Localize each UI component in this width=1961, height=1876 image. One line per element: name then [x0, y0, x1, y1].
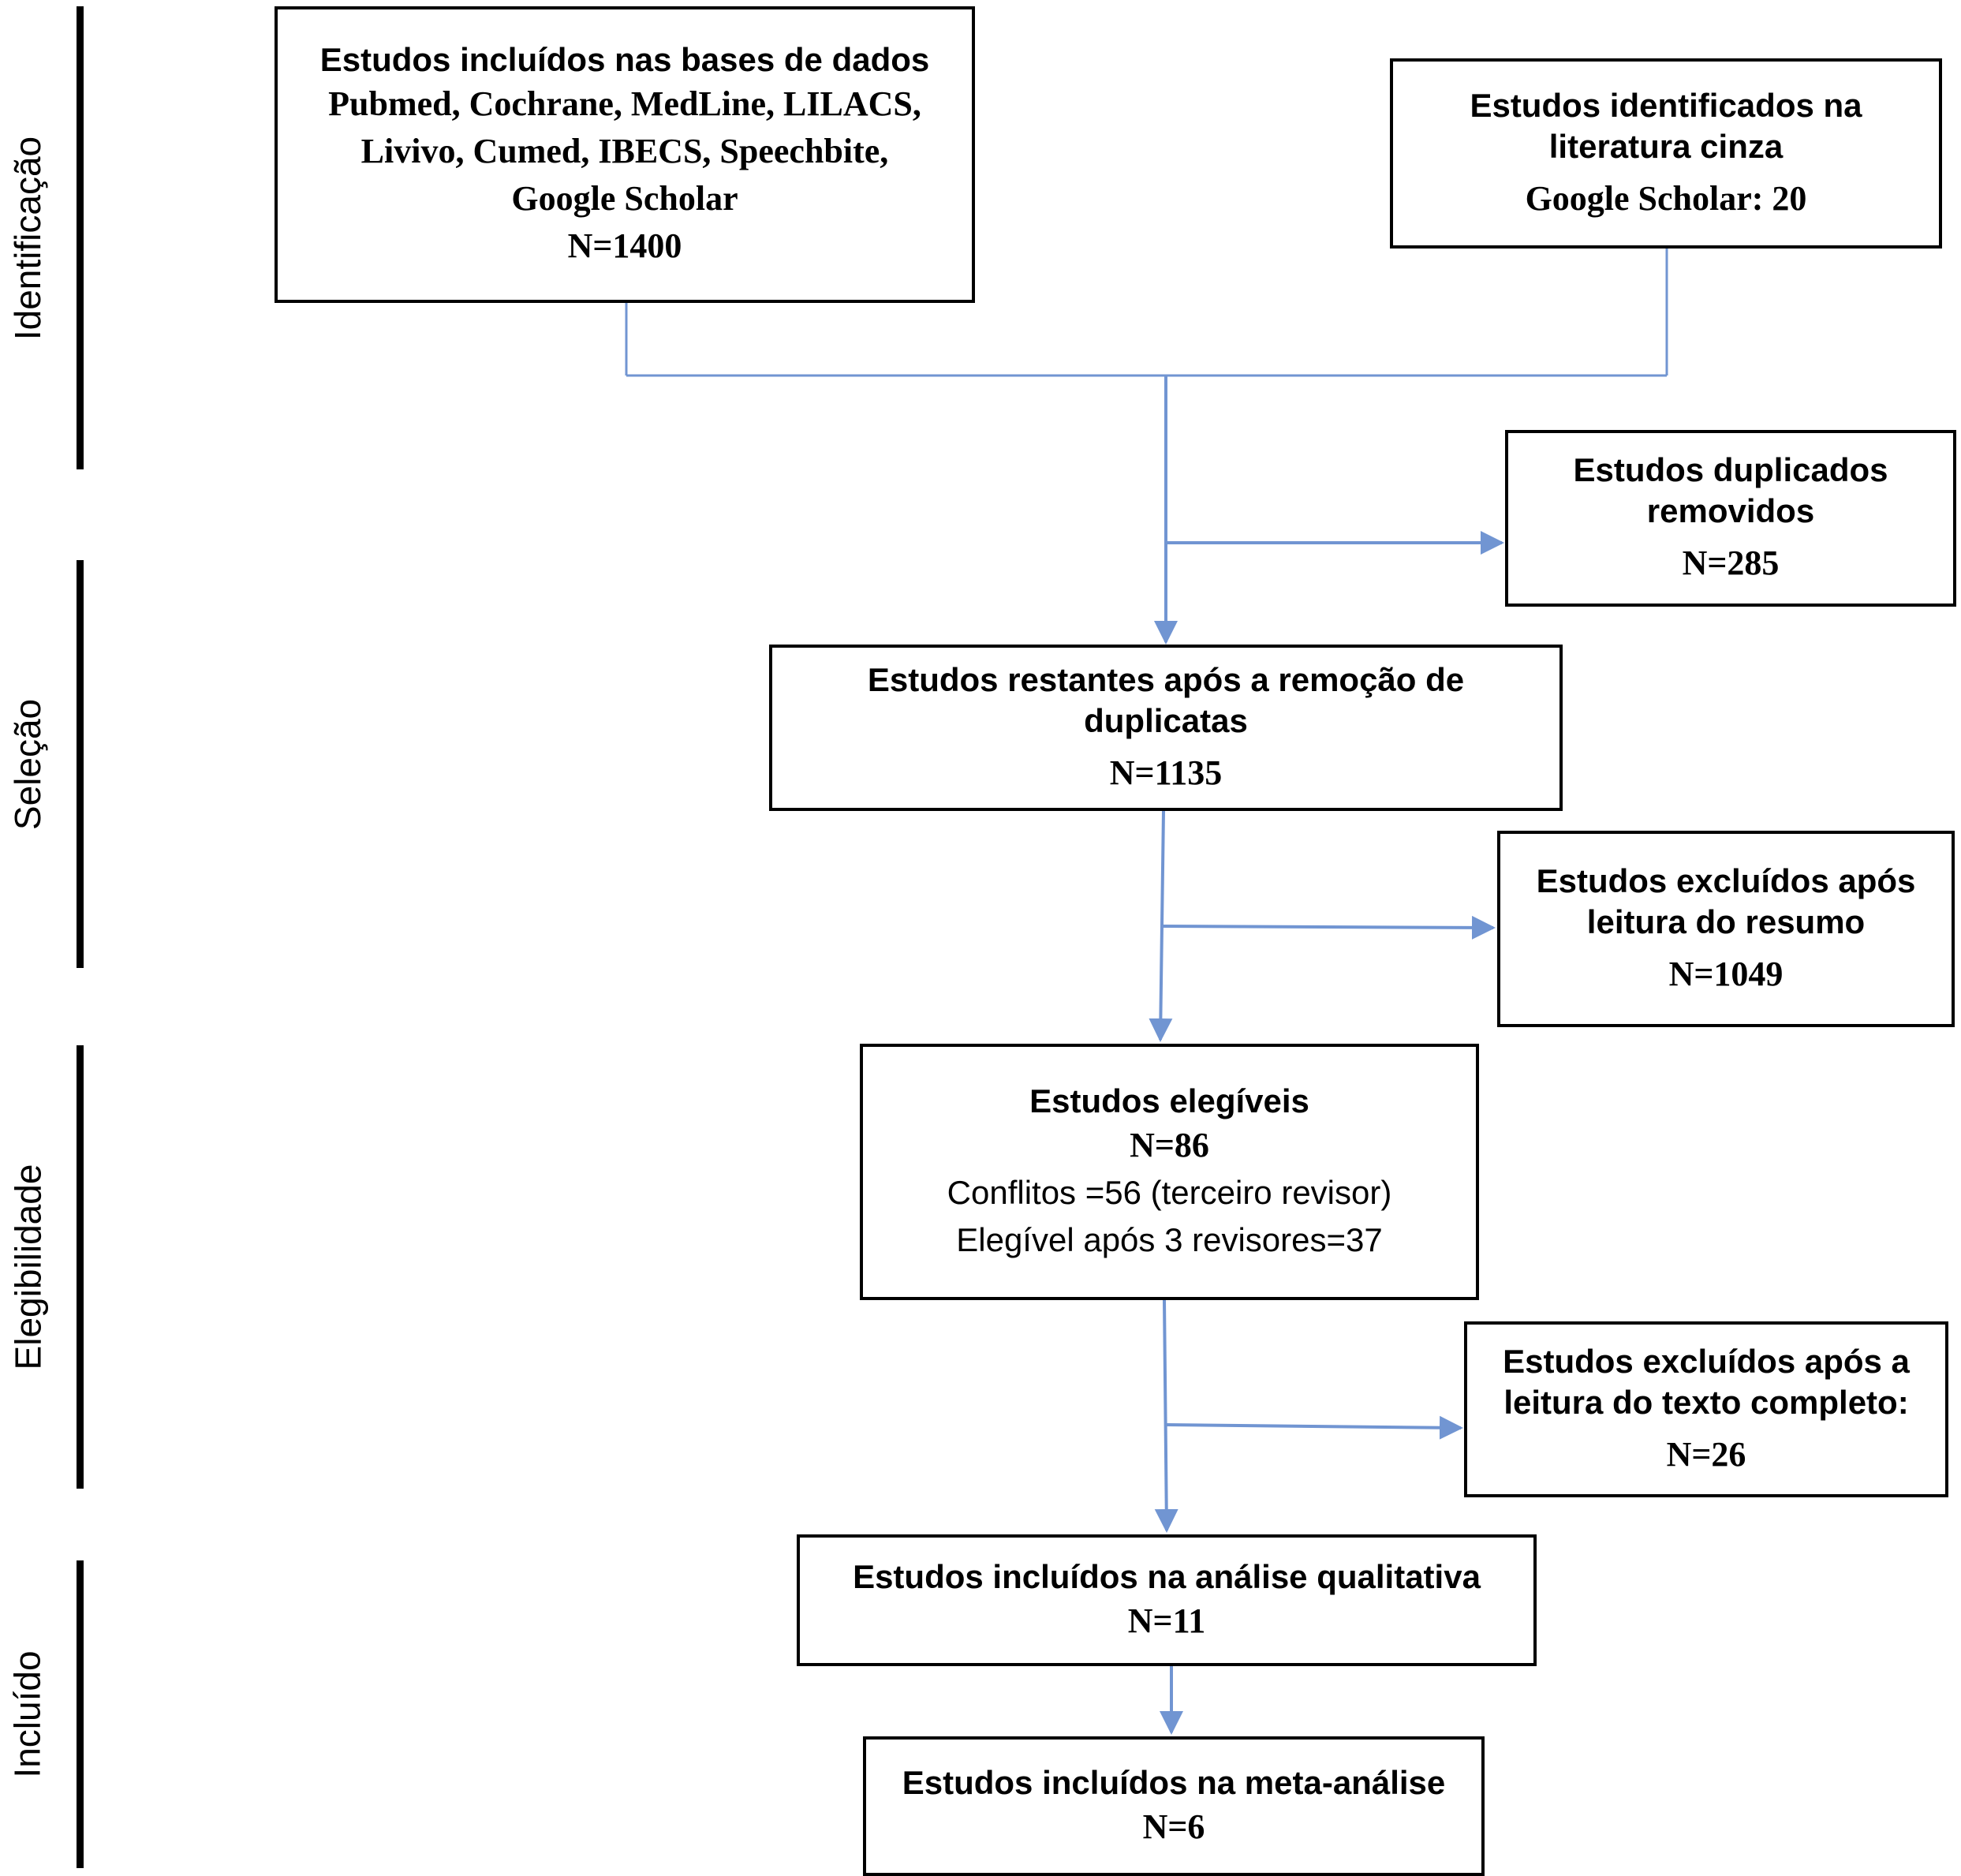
phase-bar-elegibilidade [77, 1045, 84, 1489]
after-dedup-count: N=1135 [1109, 753, 1223, 792]
phase-bar-incluido [77, 1560, 84, 1868]
excluded-abstract-title-line1: Estudos excluídos após [1536, 861, 1916, 899]
grey-literature-title-line1: Estudos identificados na [1470, 86, 1862, 124]
eligible-after-three-reviewers: Elegível após 3 revisores=37 [956, 1220, 1383, 1258]
qualitative-title: Estudos incluídos na análise qualitativa [853, 1557, 1481, 1595]
grey-literature-count: Google Scholar: 20 [1525, 178, 1807, 218]
duplicates-removed-title-line1: Estudos duplicados [1573, 451, 1888, 488]
excluded-abstract-count: N=1049 [1668, 954, 1784, 993]
excluded-fulltext-title-line2: leitura do texto completo: [1503, 1383, 1909, 1421]
excluded-fulltext-title-line1: Estudos excluídos após a [1503, 1342, 1910, 1380]
box-duplicates-removed: Estudos duplicados removidos N=285 [1505, 430, 1956, 607]
qualitative-count: N=11 [1127, 1601, 1206, 1640]
eligible-count: N=86 [1130, 1125, 1209, 1164]
duplicates-removed-title-line2: removidos [1646, 492, 1815, 529]
database-sources-line3: Google Scholar [511, 179, 738, 218]
connector-to-excluded-abstract [1161, 915, 1496, 940]
duplicates-removed-count: N=285 [1682, 544, 1780, 582]
after-dedup-title-line2: duplicatas [1084, 701, 1248, 739]
database-studies-count: N=1400 [567, 226, 682, 265]
meta-analysis-count: N=6 [1142, 1807, 1205, 1846]
excluded-fulltext-count: N=26 [1666, 1434, 1746, 1474]
box-grey-literature: Estudos identificados na literatura cinz… [1390, 58, 1942, 249]
phase-bar-identificacao [77, 6, 84, 469]
box-qualitative-analysis: Estudos incluídos na análise qualitativa… [797, 1534, 1537, 1666]
connector-to-qualitative [1154, 1299, 1178, 1533]
excluded-abstract-title-line2: leitura do resumo [1586, 902, 1866, 940]
meta-analysis-title: Estudos incluídos na meta-análise [902, 1763, 1446, 1801]
box-after-deduplication: Estudos restantes após a remoção de dupl… [769, 645, 1563, 811]
after-dedup-title-line1: Estudos restantes após a remoção de [867, 660, 1465, 698]
database-sources-line2: Livivo, Cumed, IBECS, Speechbite, [360, 132, 889, 170]
connector-to-excluded-fulltext [1165, 1415, 1463, 1440]
box-database-studies: Estudos incluídos nas bases de dados Pub… [275, 6, 975, 303]
eligible-conflicts: Conflitos =56 (terceiro revisor) [947, 1173, 1392, 1211]
box-excluded-abstract: Estudos excluídos após leitura do resumo… [1497, 831, 1955, 1027]
connector-to-eligible [1149, 810, 1173, 1042]
phase-bar-selecao [77, 560, 84, 968]
eligible-title: Estudos elegíveis [1029, 1082, 1309, 1119]
grey-literature-title-line2: literatura cinza [1548, 127, 1784, 165]
box-meta-analysis: Estudos incluídos na meta-análise N=6 [863, 1736, 1485, 1876]
database-sources-line1: Pubmed, Cochrane, MedLine, LILACS, [328, 84, 921, 123]
box-eligible-studies: Estudos elegíveis N=86 Conflitos =56 (te… [860, 1044, 1479, 1300]
database-studies-title: Estudos incluídos nas bases de dados [319, 41, 930, 78]
box-excluded-fulltext: Estudos excluídos após a leitura do text… [1464, 1321, 1948, 1497]
